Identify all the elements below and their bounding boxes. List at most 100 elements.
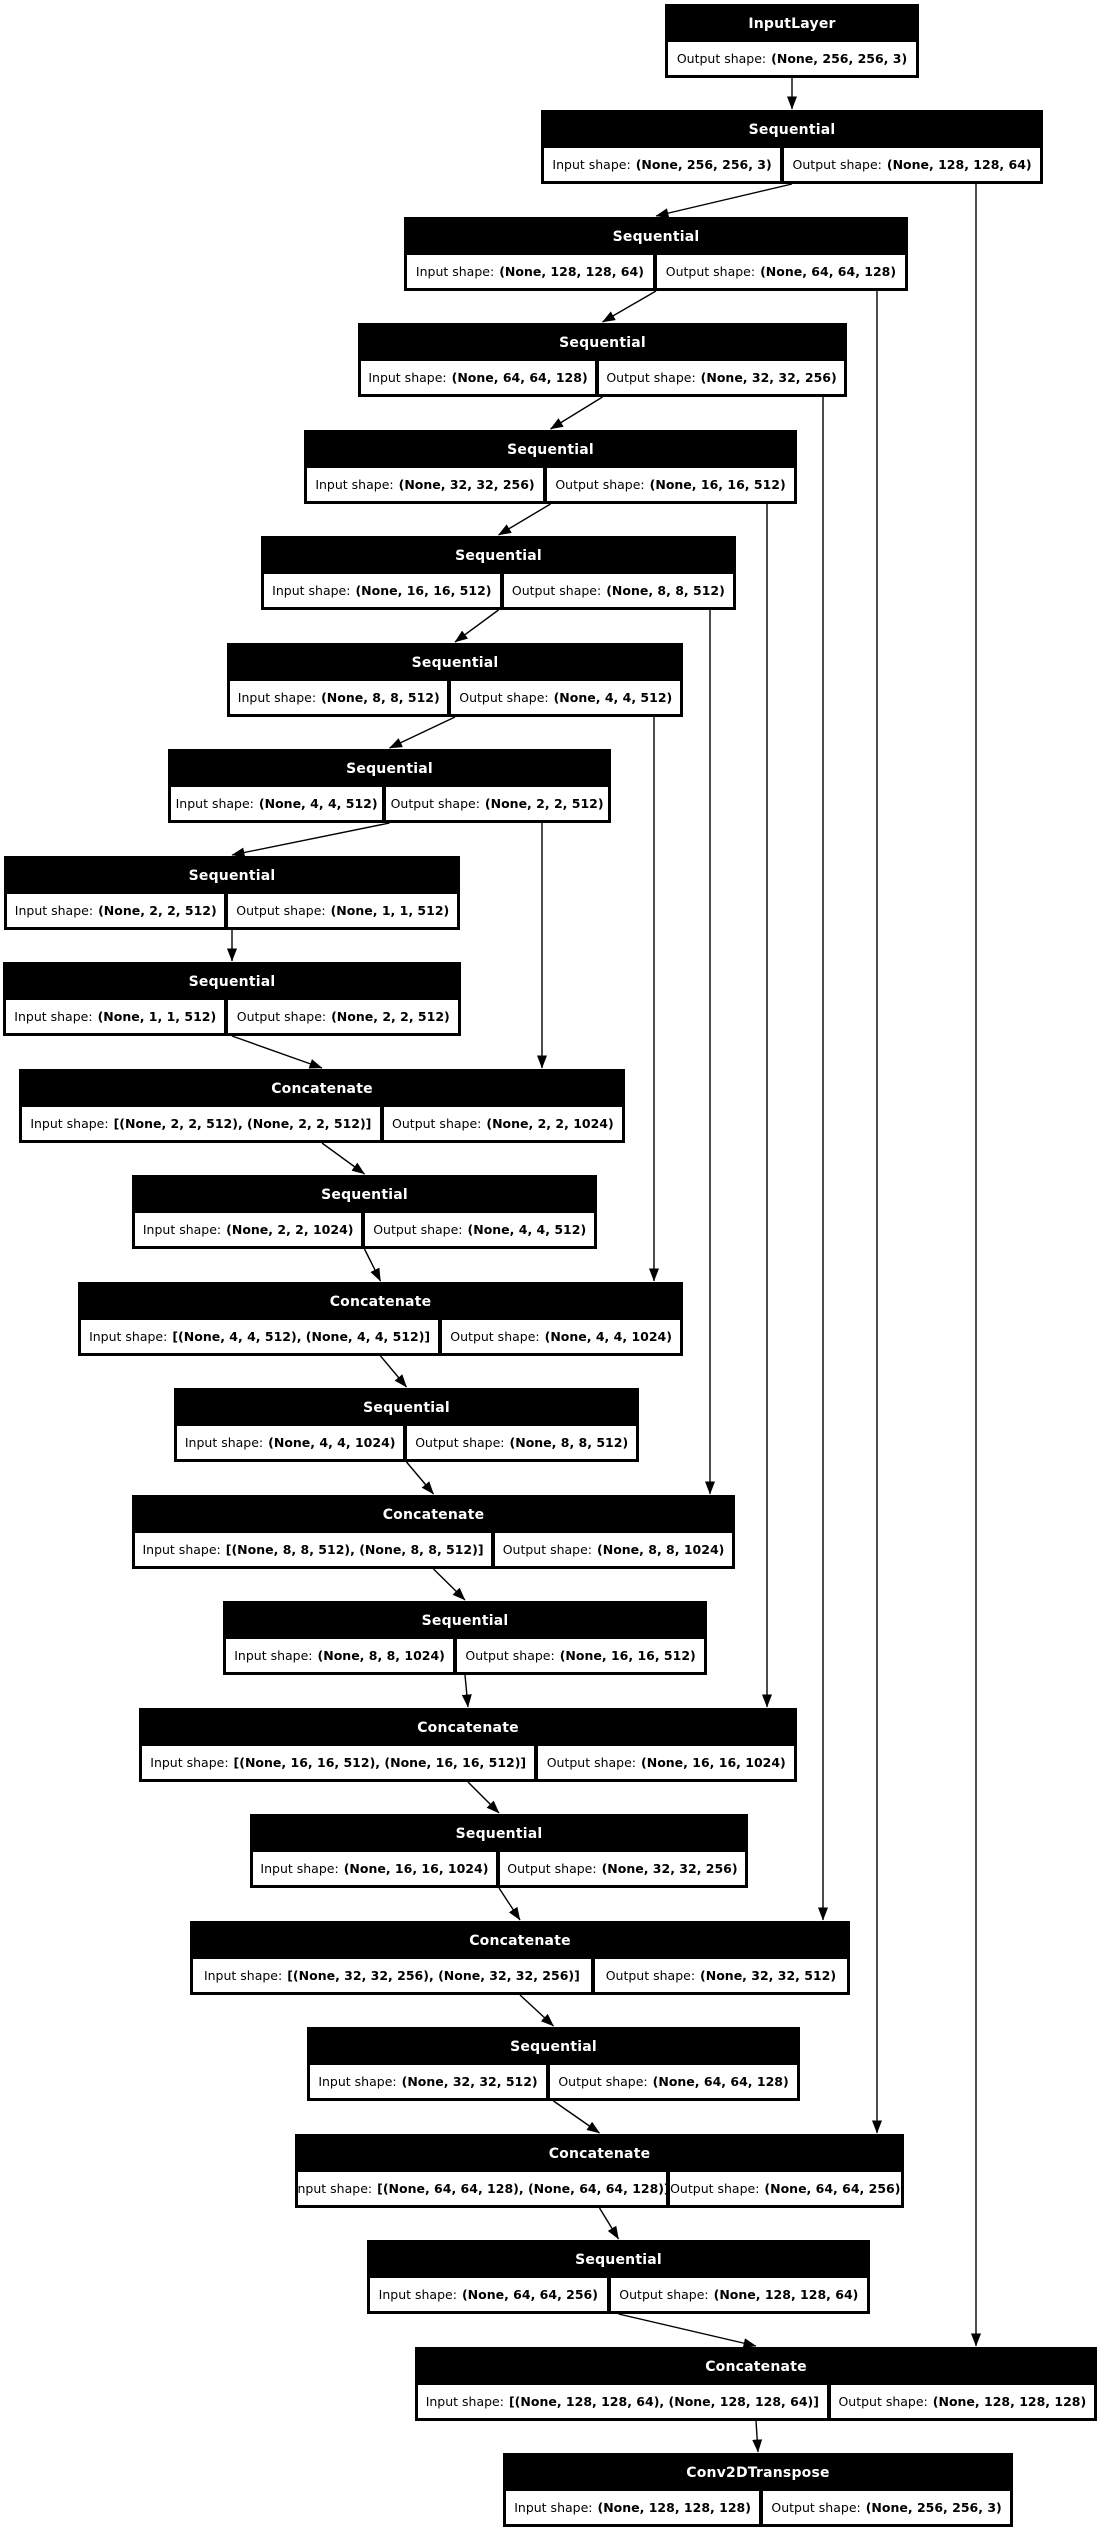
input-shape-prefix: Input shape:	[368, 370, 447, 385]
output-shape-prefix: Output shape:	[771, 2500, 861, 2515]
input-shape-cell: Input shape:[(None, 128, 128, 64), (None…	[418, 2385, 827, 2418]
output-shape-value: (None, 64, 64, 256)	[764, 2181, 901, 2196]
input-shape-cell: Input shape: [(None, 16, 16, 512), (None,…	[142, 1746, 535, 1779]
input-shape-prefix: Input shape:	[184, 1435, 264, 1450]
output-shape-prefix: Output shape:	[792, 157, 882, 172]
output-shape-cell: Output shape:(None, 32, 32, 256)	[599, 361, 844, 394]
output-shape-cell: Output shape:(None, 128, 128, 128)	[830, 2385, 1094, 2418]
node-type-label: Sequential	[363, 1399, 450, 1416]
node-shapes-row: Input shape:(None, 32, 32, 512)Output sh…	[308, 2065, 799, 2100]
node-type-label: Concatenate	[271, 1080, 373, 1097]
output-shape-value: (None, 128, 128, 64)	[713, 2287, 859, 2302]
input-shape-value: (None, 8, 8, 1024)	[317, 1648, 445, 1663]
node-type-label: Sequential	[748, 121, 836, 138]
input-shape-prefix: Input shape:	[237, 690, 317, 705]
node-shapes-row: Input shape:[(None, 2, 2, 512), (None, 2…	[20, 1107, 624, 1142]
output-shape-value: (None, 2, 2, 512)	[331, 1009, 450, 1024]
node-type-label: Concatenate	[548, 2145, 651, 2162]
output-shape-cell: Output shape:(None, 4, 4, 1024)	[442, 1320, 681, 1353]
input-shape-cell: Input shape:(None, 1, 1, 512)	[6, 1000, 225, 1033]
chain-edge-2-3	[602, 290, 657, 323]
input-shape-cell: Input shape:(None, 8, 8, 1024)	[226, 1639, 454, 1672]
node-type-label: Sequential	[421, 1612, 509, 1629]
input-shape-cell: Input shape:[(None, 2, 2, 512), (None, 2…	[22, 1107, 380, 1140]
input-shape-prefix: Input shape:	[514, 2500, 593, 2515]
input-shape-prefix: Input shape:	[378, 2287, 457, 2302]
input-shape-cell: Input shape:(None, 64, 64, 128)	[361, 361, 596, 394]
input-shape-cell: Input shape:(None, 2, 2, 512)	[7, 894, 225, 927]
input-shape-prefix: Input shape:	[298, 2181, 373, 2196]
node-shapes-row: Input shape:(None, 16, 16, 512)Output sh…	[262, 574, 735, 609]
input-shape-prefix: Input shape:	[175, 796, 254, 811]
node-type-label: Sequential	[321, 1186, 408, 1203]
input-shape-prefix: Input shape:	[150, 1755, 229, 1770]
output-shape-prefix: Output shape:	[555, 477, 645, 492]
node-type-label: Concatenate	[469, 1932, 571, 1949]
output-shape-value: (None, 64, 64, 128)	[652, 2074, 789, 2089]
input-shape-cell: Input shape: (None, 4, 4, 512)	[171, 787, 383, 820]
node-shapes-row: Input shape:(None, 2, 2, 512)Output shap…	[5, 894, 459, 929]
input-shape-prefix: Input shape:	[14, 903, 94, 918]
output-shape-value: (None, 32, 32, 256)	[601, 1861, 738, 1876]
output-shape-cell: Output shape:(None, 8, 8, 512)	[407, 1426, 636, 1459]
chain-edge-10-11	[321, 1142, 365, 1175]
input-shape-value: (None, 16, 16, 512)	[355, 583, 492, 598]
output-shape-value: (None, 128, 128, 128)	[932, 2394, 1087, 2409]
input-shape-value: [(None, 4, 4, 512), (None, 4, 4, 512)]	[172, 1329, 431, 1344]
node-shapes-row: Input shape:(None, 64, 64, 256)Output sh…	[368, 2278, 869, 2313]
input-shape-prefix: Input shape:	[89, 1329, 168, 1344]
node-type-label: Sequential	[188, 973, 276, 990]
node-type-label: Sequential	[346, 760, 433, 777]
input-shape-prefix: Input shape:	[552, 157, 631, 172]
node-type-label: InputLayer	[748, 15, 836, 32]
node-shapes-row: Input shape:[(None, 8, 8, 512), (None, 8…	[133, 1533, 734, 1568]
input-shape-value: [(None, 128, 128, 64), (None, 128, 128, …	[508, 2394, 819, 2409]
node-shapes-row: Input shape:(None, 64, 64, 128)Output sh…	[359, 361, 846, 396]
node-shapes-row: Input shape:[(None, 32, 32, 256), (None,…	[191, 1959, 849, 1994]
input-shape-cell: Input shape:[(None, 8, 8, 512), (None, 8…	[135, 1533, 492, 1566]
output-shape-value: (None, 256, 256, 3)	[771, 51, 908, 66]
output-shape-value: (None, 1, 1, 512)	[330, 903, 450, 918]
output-shape-prefix: Output shape:	[415, 1435, 505, 1450]
input-shape-prefix: Input shape:	[142, 1542, 221, 1557]
node-shapes-row: Input shape: [(None, 64, 64, 128), (None,…	[296, 2172, 903, 2207]
input-shape-value: [(None, 64, 64, 128), (None, 64, 64, 128…	[377, 2181, 666, 2196]
output-shape-value: (None, 128, 128, 64)	[886, 157, 1032, 172]
input-shape-cell: Input shape:(None, 32, 32, 256)	[307, 468, 543, 501]
output-shape-value: (None, 16, 16, 512)	[559, 1648, 696, 1663]
output-shape-cell: Output shape:(None, 64, 64, 128)	[656, 255, 906, 288]
node-type-label: Concatenate	[417, 1719, 519, 1736]
node-shapes-row: Output shape:(None, 256, 256, 3)	[666, 42, 918, 77]
node-shapes-row: Input shape:(None, 1, 1, 512)Output shap…	[4, 1000, 460, 1035]
node-type-label: Sequential	[188, 867, 276, 884]
output-shape-cell: Output shape:(None, 16, 16, 512)	[546, 468, 795, 501]
output-shape-cell: Output shape:(None, 8, 8, 512)	[503, 574, 734, 607]
node-shapes-row: Input shape:(None, 16, 16, 1024)Output s…	[251, 1852, 747, 1887]
output-shape-cell: Output shape:(None, 2, 2, 512)	[228, 1000, 459, 1033]
output-shape-cell: Output shape:(None, 2, 2, 1024)	[383, 1107, 623, 1140]
node-type-label: Concatenate	[382, 1506, 485, 1523]
input-shape-value: (None, 8, 8, 512)	[321, 690, 440, 705]
output-shape-value: (None, 2, 2, 1024)	[486, 1116, 614, 1131]
input-shape-value: [(None, 16, 16, 512), (None, 16, 16, 512…	[233, 1755, 527, 1770]
input-shape-prefix: Input shape:	[415, 264, 495, 279]
chain-edge-22-23	[752, 2420, 763, 2453]
output-shape-prefix: Output shape:	[511, 583, 602, 598]
input-shape-value: (None, 4, 4, 512)	[258, 796, 378, 811]
output-shape-prefix: Output shape:	[558, 2074, 648, 2089]
output-shape-prefix: Output shape:	[546, 1755, 637, 1770]
